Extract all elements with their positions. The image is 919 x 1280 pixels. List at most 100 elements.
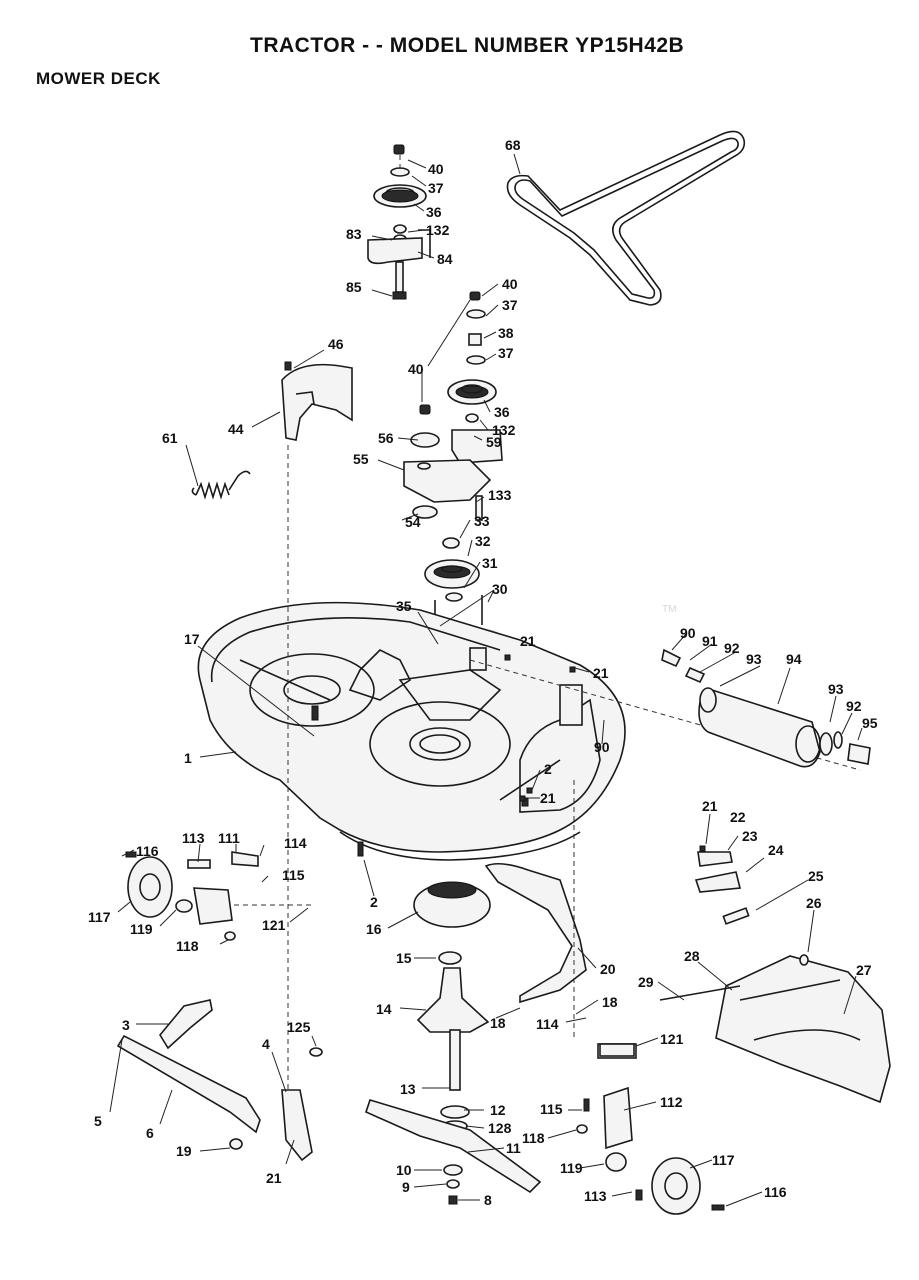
callout-label: 115: [540, 1101, 563, 1117]
callout-label: 15: [396, 950, 412, 966]
callout-label: 117: [88, 909, 111, 925]
callout-label: 54: [405, 514, 421, 530]
upper-idler-assembly: [367, 144, 431, 300]
belt-cover-44: [281, 361, 353, 441]
callout-label: 12: [490, 1102, 506, 1118]
callout-label: 33: [474, 513, 490, 529]
callout-label: 21: [702, 798, 718, 814]
callout-label: 5: [94, 1113, 102, 1129]
callout-label: 40: [408, 361, 424, 377]
callout-label: 56: [378, 430, 394, 446]
callout-label: 115: [282, 867, 305, 883]
callout-label: 35: [396, 598, 412, 614]
callout-label: 112: [660, 1094, 683, 1110]
callout-labels: 40 37 36 132 83 84 85 68 40 37 38 37 40 …: [88, 137, 878, 1208]
belt-68: [506, 130, 746, 306]
callout-label: 92: [724, 640, 740, 656]
callout-label: 121: [262, 917, 286, 933]
callout-label: 119: [560, 1160, 583, 1176]
callout-label: 59: [486, 434, 502, 450]
callout-label: 132: [426, 222, 450, 238]
left-gauge-wheel: [127, 851, 312, 941]
callout-label: 21: [540, 790, 556, 806]
page-title: TRACTOR - - MODEL NUMBER YP15H42B: [250, 34, 685, 57]
callout-label: 93: [828, 681, 844, 697]
callout-label: 21: [520, 633, 536, 649]
callout-label: 29: [638, 974, 654, 990]
callout-label: 83: [346, 226, 362, 242]
callout-label: 18: [490, 1015, 506, 1031]
mower-deck-1: [197, 601, 626, 861]
callout-label: 1: [184, 750, 192, 766]
callout-label: 37: [428, 180, 444, 196]
callout-label: 119: [130, 921, 153, 937]
spindle-assembly: [413, 881, 491, 1132]
callout-label: 113: [182, 830, 205, 846]
callout-label: 30: [492, 581, 508, 597]
callout-label: 17: [184, 631, 200, 647]
blade-11: [365, 1099, 542, 1205]
callout-label: 84: [437, 251, 453, 267]
callout-label: 6: [146, 1125, 154, 1141]
callout-label: 113: [584, 1188, 607, 1204]
callout-label: 95: [862, 715, 878, 731]
callout-label: 132: [492, 422, 516, 438]
callout-label: 22: [730, 809, 746, 825]
callout-label: 46: [328, 336, 344, 352]
callout-label: 133: [488, 487, 512, 503]
callout-label: 19: [176, 1143, 192, 1159]
callout-label: 10: [396, 1162, 412, 1178]
callout-label: 23: [742, 828, 758, 844]
callout-label: 40: [502, 276, 518, 292]
callout-label: 118: [522, 1130, 545, 1146]
callout-label: 125: [287, 1019, 311, 1035]
callout-label: 90: [680, 625, 696, 641]
callout-label: 21: [593, 665, 609, 681]
callout-label: 36: [494, 404, 510, 420]
roller-assembly: [469, 648, 871, 771]
callout-label: 93: [746, 651, 762, 667]
middle-idler-assembly: [403, 291, 503, 628]
baffle-20: [484, 862, 587, 1004]
callout-label: 90: [594, 739, 610, 755]
callout-label: 11: [506, 1140, 521, 1156]
callout-label: 55: [353, 451, 369, 467]
callout-label: 114: [536, 1016, 559, 1032]
callout-label: 116: [136, 843, 159, 859]
callout-label: 117: [712, 1152, 735, 1168]
callout-label: 4: [262, 1036, 270, 1052]
hanger-links: [116, 445, 323, 1162]
callout-label: 18: [602, 994, 618, 1010]
callout-label: 25: [808, 868, 824, 884]
callout-label: 9: [402, 1179, 410, 1195]
callout-label: 28: [684, 948, 700, 964]
callout-label: 26: [806, 895, 822, 911]
callout-label: 116: [764, 1184, 787, 1200]
callout-label: 121: [660, 1031, 684, 1047]
callout-label: 92: [846, 698, 862, 714]
callout-label: 20: [600, 961, 616, 977]
leader-lines: [109, 153, 863, 1207]
callout-label: 37: [498, 345, 514, 361]
callout-label: 16: [366, 921, 382, 937]
callout-label: 91: [702, 633, 718, 649]
callout-label: 31: [482, 555, 498, 571]
callout-label: 2: [544, 761, 552, 777]
callout-label: 14: [376, 1001, 392, 1017]
callout-label: 40: [428, 161, 444, 177]
callout-label: 111: [218, 830, 240, 846]
discharge-chute-27: [659, 851, 891, 1104]
callout-label: 118: [176, 938, 199, 954]
callout-label: 114: [284, 835, 307, 851]
callout-label: 85: [346, 279, 362, 295]
callout-label: 2: [370, 894, 378, 910]
callout-label: 61: [162, 430, 178, 446]
watermark-tm: TM: [662, 604, 676, 615]
callout-label: 38: [498, 325, 514, 341]
spring-61: [191, 470, 251, 500]
callout-label: 21: [266, 1170, 282, 1186]
callout-label: 36: [426, 204, 442, 220]
callout-label: 8: [484, 1192, 492, 1208]
callout-label: 32: [475, 533, 491, 549]
